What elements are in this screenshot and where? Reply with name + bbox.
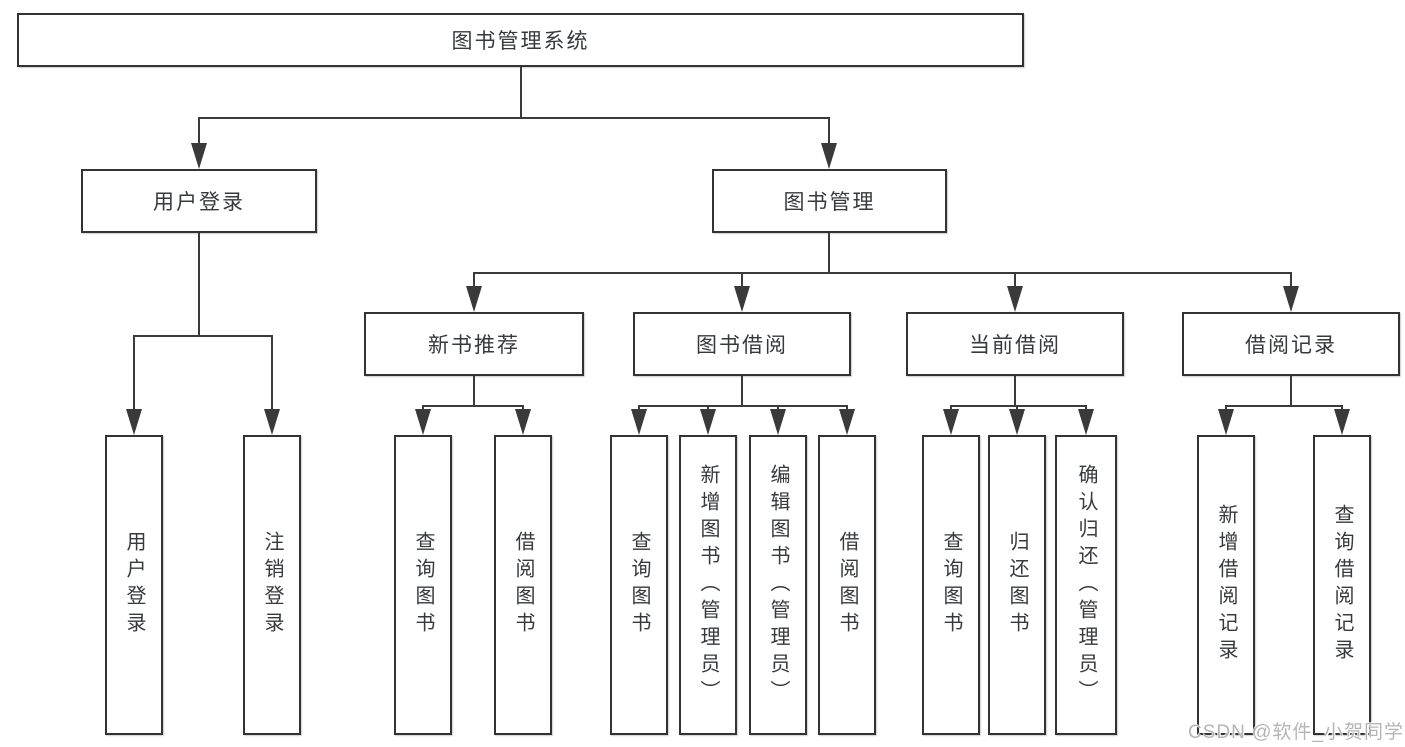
- arrow-down-icon: [1334, 409, 1350, 435]
- node-label: 借阅记录: [1245, 334, 1337, 357]
- node-library-management-system: 图书管理系统: [17, 13, 1024, 67]
- arrow-down-icon: [1007, 286, 1023, 312]
- node-label: 查询图书: [412, 531, 434, 639]
- connector-line: [473, 272, 475, 292]
- node-label: 查询图书: [628, 531, 650, 639]
- node-label: 编辑图书（管理员）: [767, 463, 789, 707]
- leaf-query-books-current: 查询图书: [922, 435, 980, 735]
- node-label: 注销登录: [261, 531, 283, 639]
- arrow-down-icon: [821, 143, 837, 169]
- leaf-query-books-recommend: 查询图书: [394, 435, 452, 735]
- node-label: 用户登录: [123, 531, 145, 639]
- arrow-down-icon: [191, 143, 207, 169]
- arrow-down-icon: [700, 409, 716, 435]
- node-label: 图书借阅: [696, 334, 788, 357]
- arrow-down-icon: [1283, 286, 1299, 312]
- node-label: 图书管理系统: [451, 30, 590, 53]
- leaf-add-borrow-record: 新增借阅记录: [1197, 435, 1255, 735]
- connector-line: [133, 335, 135, 413]
- connector-line: [950, 405, 1087, 407]
- connector-line: [638, 405, 848, 407]
- leaf-query-books-borrowing: 查询图书: [610, 435, 668, 735]
- node-label: 用户登录: [153, 191, 245, 214]
- connector-line: [271, 335, 273, 413]
- csdn-watermark: CSDN @软件_小贺同学: [1188, 722, 1404, 743]
- node-label: 查询图书: [940, 531, 962, 639]
- arrow-down-icon: [1078, 409, 1094, 435]
- connector-line: [473, 272, 1291, 274]
- leaf-borrow-books-recommend: 借阅图书: [494, 435, 552, 735]
- arrow-down-icon: [264, 409, 280, 435]
- connector-line: [198, 117, 830, 119]
- arrow-down-icon: [770, 409, 786, 435]
- connector-line: [828, 117, 830, 149]
- connector-line: [1014, 376, 1016, 407]
- arrow-down-icon: [631, 409, 647, 435]
- arrow-down-icon: [943, 409, 959, 435]
- arrow-down-icon: [1218, 409, 1234, 435]
- leaf-query-borrow-record: 查询借阅记录: [1313, 435, 1371, 735]
- connector-line: [198, 117, 200, 149]
- arrow-down-icon: [515, 409, 531, 435]
- node-user-login: 用户登录: [81, 169, 317, 233]
- leaf-borrow-books: 借阅图书: [818, 435, 876, 735]
- connector-line: [1290, 376, 1292, 407]
- connector-line: [741, 272, 743, 292]
- node-label: 借阅图书: [512, 531, 534, 639]
- arrow-down-icon: [415, 409, 431, 435]
- node-label: 当前借阅: [969, 334, 1061, 357]
- connector-line: [1225, 405, 1343, 407]
- connector-line: [473, 376, 475, 407]
- node-label: 新书推荐: [428, 334, 520, 357]
- arrow-down-icon: [1009, 409, 1025, 435]
- leaf-add-books-admin: 新增图书（管理员）: [679, 435, 737, 735]
- node-label: 新增图书（管理员）: [697, 463, 719, 707]
- node-label: 查询借阅记录: [1331, 504, 1353, 666]
- node-new-book-recommend: 新书推荐: [364, 312, 584, 376]
- connector-line: [520, 67, 522, 119]
- node-borrowing-records: 借阅记录: [1182, 312, 1400, 376]
- connector-line: [741, 376, 743, 407]
- arrow-down-icon: [466, 286, 482, 312]
- node-book-management: 图书管理: [712, 169, 947, 233]
- leaf-edit-books-admin: 编辑图书（管理员）: [749, 435, 807, 735]
- leaf-user-login: 用户登录: [105, 435, 163, 735]
- connector-line: [422, 405, 524, 407]
- leaf-return-books: 归还图书: [988, 435, 1046, 735]
- leaf-confirm-return-admin: 确认归还（管理员）: [1055, 435, 1117, 735]
- leaf-logout: 注销登录: [243, 435, 301, 735]
- arrow-down-icon: [126, 409, 142, 435]
- node-label: 借阅图书: [836, 531, 858, 639]
- node-label: 图书管理: [783, 191, 876, 214]
- node-label: 归还图书: [1006, 531, 1028, 639]
- node-current-borrowing: 当前借阅: [906, 312, 1124, 376]
- node-label: 确认归还（管理员）: [1075, 463, 1097, 707]
- arrow-down-icon: [839, 409, 855, 435]
- connector-line: [1290, 272, 1292, 292]
- connector-line: [1014, 272, 1016, 292]
- node-book-borrowing: 图书借阅: [633, 312, 851, 376]
- connector-line: [133, 335, 273, 337]
- connector-line: [198, 233, 200, 337]
- node-label: 新增借阅记录: [1215, 504, 1237, 666]
- arrow-down-icon: [734, 286, 750, 312]
- connector-line: [828, 233, 830, 274]
